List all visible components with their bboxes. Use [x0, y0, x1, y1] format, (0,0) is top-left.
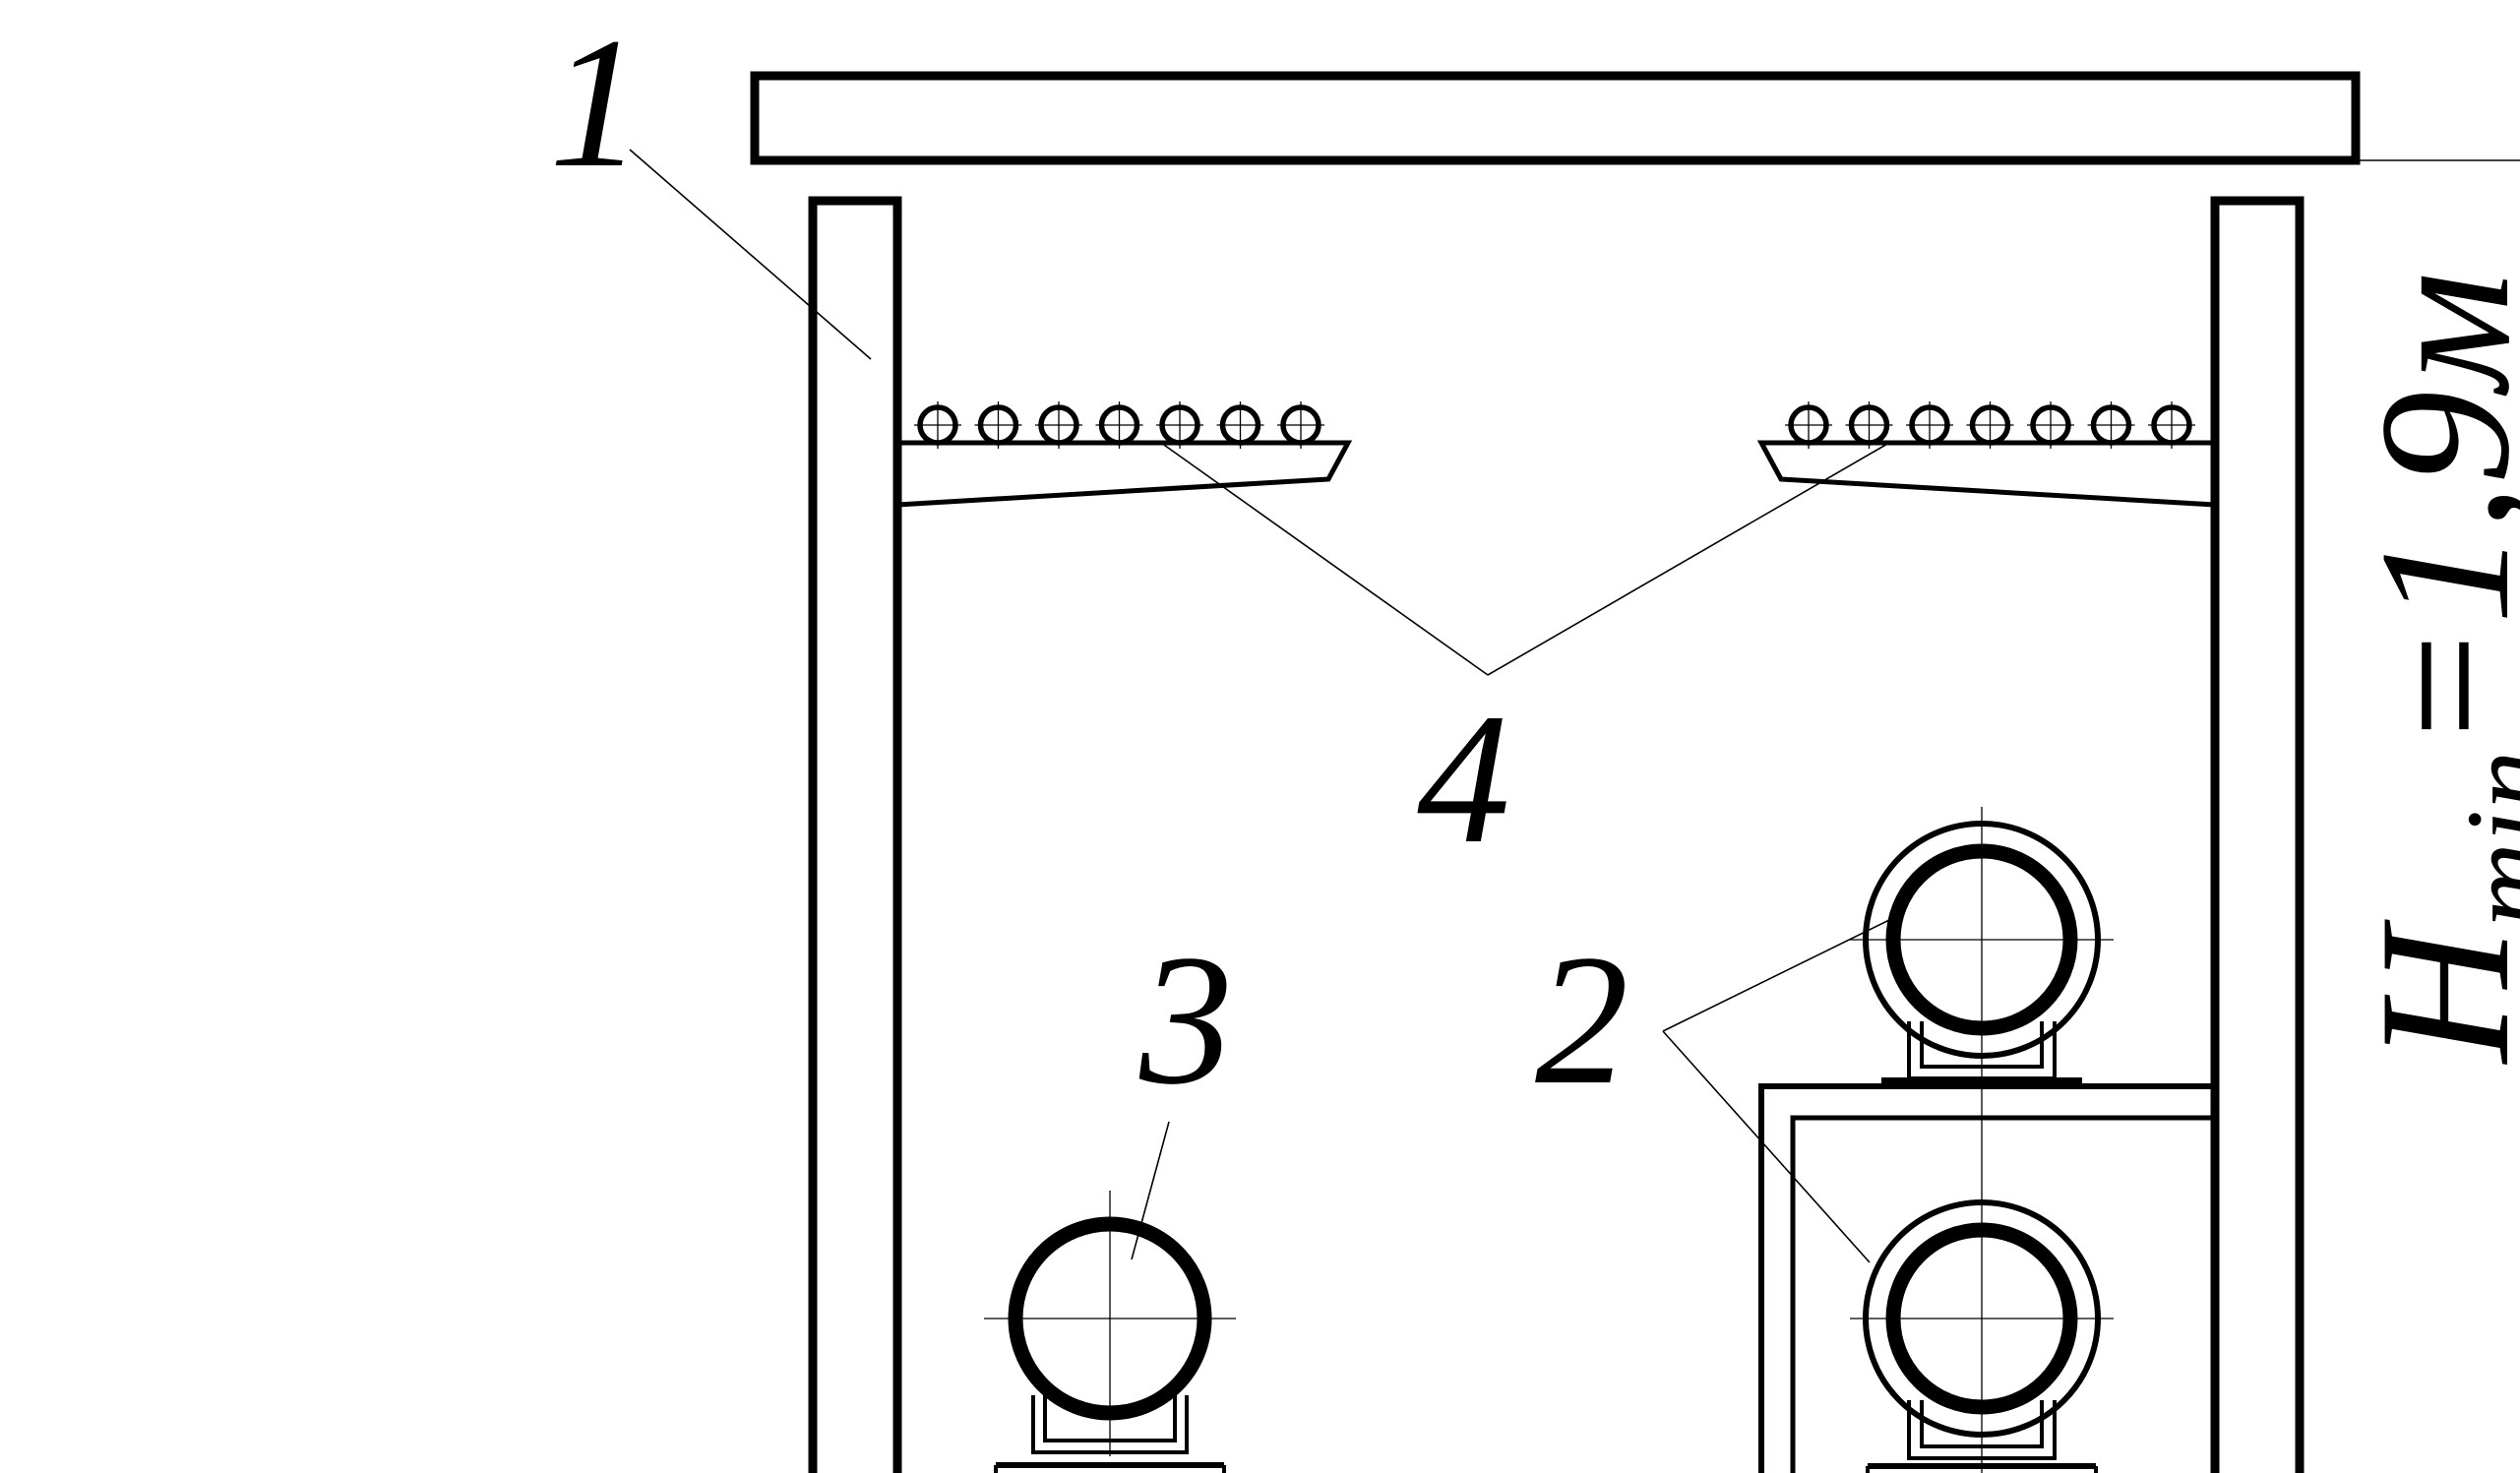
label-wall: 1 — [549, 0, 643, 207]
water-pipe — [984, 1191, 1236, 1473]
leader-2-lower — [1662, 1030, 1871, 1263]
left-cable-row — [914, 401, 1324, 449]
leader-4-left — [1160, 442, 1489, 676]
left-wall — [808, 196, 902, 1473]
leader-3 — [1131, 1121, 1170, 1260]
svg-text:Hmin=1,9м: Hmin=1,9м — [2342, 272, 2520, 1066]
leader-4-right — [1487, 442, 1890, 676]
dimension-subscript: min — [2441, 751, 2520, 928]
dimension-value: =1,9м — [2342, 272, 2520, 751]
leader-lines — [629, 149, 1890, 1263]
lower-heating-pipe — [1850, 1199, 2114, 1473]
right-cable-shelf — [1756, 401, 2216, 508]
pipe-support-rack — [1758, 1083, 2215, 1473]
lower-pipe-saddle — [1866, 1400, 2098, 1473]
label-cable-shelves: 4 — [1417, 676, 1510, 883]
roof-slab — [750, 71, 2361, 165]
upper-pipe-saddle — [1881, 1021, 2082, 1083]
label-water-pipe: 3 — [1138, 917, 1233, 1124]
water-pipe-saddle — [994, 1395, 1226, 1473]
right-cable-row — [1785, 401, 2195, 449]
right-wall — [2210, 196, 2305, 1473]
leader-1 — [629, 149, 872, 360]
dimension-prefix: H — [2342, 919, 2520, 1066]
upper-heating-pipe — [1850, 807, 2114, 1473]
height-dimension-label: Hmin=1,9м — [2342, 272, 2520, 1066]
label-heating-pipes: 2 — [1535, 917, 1629, 1124]
left-cable-shelf — [896, 401, 1353, 508]
leader-2-upper — [1662, 919, 1890, 1032]
